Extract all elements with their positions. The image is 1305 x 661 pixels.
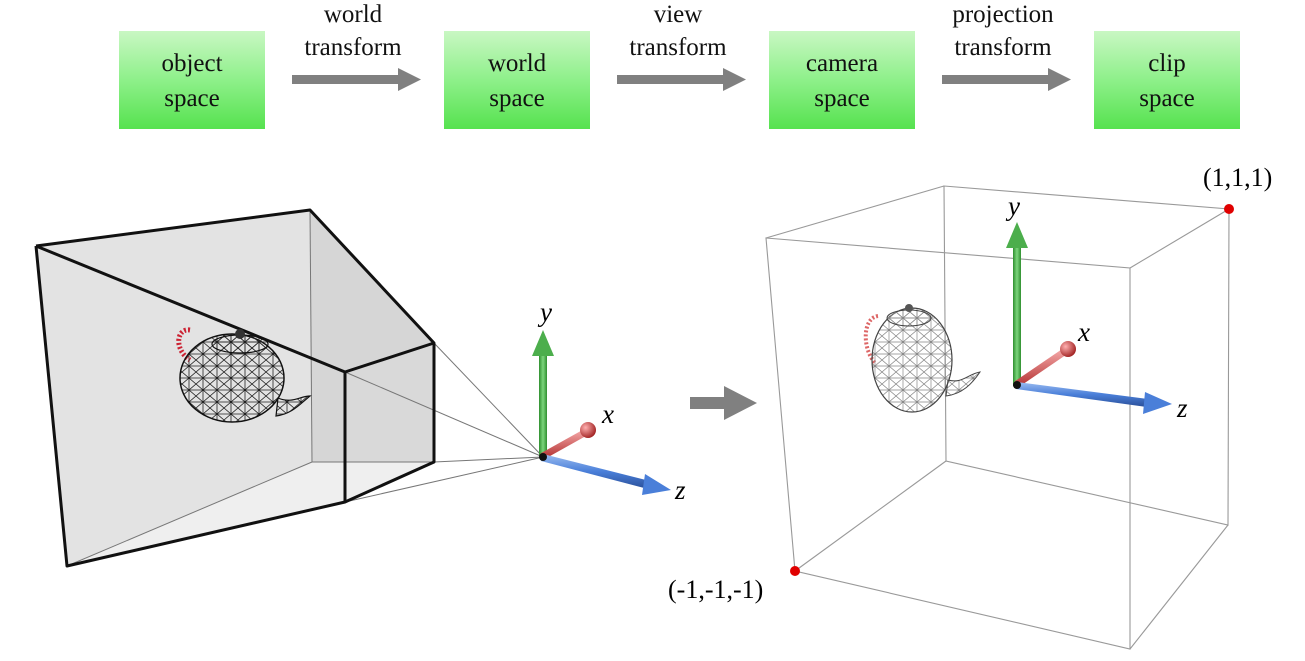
transform-label-line1: view <box>653 1 703 28</box>
camera-axis-label-z: z <box>674 475 686 505</box>
stage-label-line2: space <box>1139 85 1195 112</box>
camera-axis-label-x: x <box>601 399 614 429</box>
stage-world-space: world space <box>444 31 590 129</box>
stage-label-line2: space <box>814 85 870 112</box>
stage-label-line1: camera <box>805 50 879 77</box>
transform-label-line1: world <box>323 1 383 28</box>
stage-clip-space: clip space <box>1094 31 1240 129</box>
camera-y-axis-icon <box>532 330 554 456</box>
corner-label-max: (1,1,1) <box>1203 163 1272 192</box>
clip-x-axis-icon <box>1013 341 1076 388</box>
stage-camera-space: camera space <box>769 31 915 129</box>
projection-arrow-icon <box>690 386 757 420</box>
corner-label-min: (-1,-1,-1) <box>668 575 763 604</box>
teapot-wireframe-right <box>863 304 982 413</box>
clip-axis-label-z: z <box>1176 393 1188 423</box>
arrow-view-transform-icon <box>617 68 746 91</box>
arrow-projection-transform-icon <box>942 68 1071 91</box>
stage-object-space: object space <box>119 31 265 129</box>
transform-label-line2: transform <box>954 34 1052 61</box>
clip-axis-label-x: x <box>1077 317 1090 347</box>
clip-y-axis-icon <box>1006 222 1028 386</box>
corner-point-min <box>790 566 800 576</box>
stage-label-line1: object <box>161 50 223 77</box>
teapot-wireframe-left <box>176 327 312 423</box>
stage-label-line2: space <box>164 85 220 112</box>
clip-z-axis-icon <box>1016 382 1172 414</box>
transform-label-view: view transform <box>593 0 763 64</box>
transform-label-line2: transform <box>304 34 402 61</box>
view-frustum <box>34 208 544 568</box>
stage-label-line1: clip <box>1148 50 1186 77</box>
arrow-world-transform-icon <box>292 68 421 91</box>
corner-point-max <box>1224 204 1234 214</box>
camera-axes <box>532 330 671 495</box>
transform-label-line2: transform <box>629 34 727 61</box>
stage-label-line1: world <box>487 50 547 77</box>
stage-label-line2: space <box>489 85 545 112</box>
clip-axes <box>1006 222 1172 414</box>
clip-axis-label-y: y <box>1005 191 1020 221</box>
transform-label-world: world transform <box>268 0 438 64</box>
camera-z-axis-icon <box>541 454 671 495</box>
clip-cube <box>765 185 1230 650</box>
pipeline-arrows <box>292 68 1071 91</box>
camera-axis-label-y: y <box>537 297 552 327</box>
transform-label-line1: projection <box>952 1 1054 28</box>
camera-x-axis-icon <box>539 422 596 460</box>
transform-label-projection: projection transform <box>918 0 1088 64</box>
